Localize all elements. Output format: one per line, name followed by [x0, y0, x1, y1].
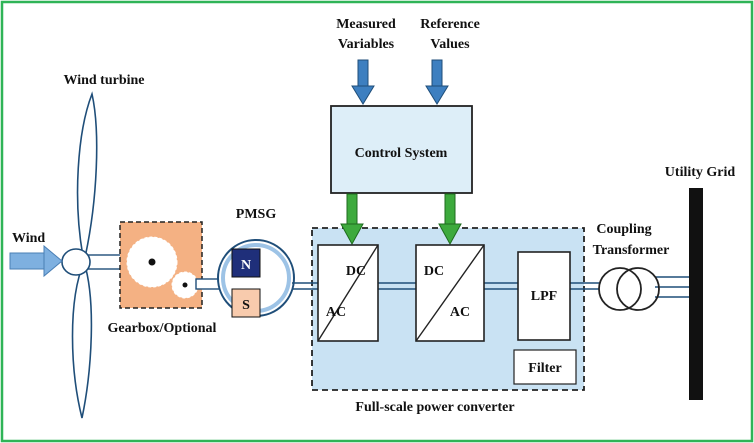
measured-arrow — [351, 59, 375, 105]
wind-turbine-label: Wind turbine — [63, 73, 144, 88]
transformer-coil-1 — [598, 267, 642, 311]
control-arrow-2 — [438, 193, 462, 246]
converter-1-dc-label: DC — [346, 264, 366, 279]
coupling-transformer-label-line2: Transformer — [593, 243, 670, 258]
wind-arrow-icon — [9, 244, 63, 278]
wind-label: Wind — [12, 231, 45, 246]
control-arrow-1 — [340, 193, 364, 246]
converter-1-diagonal — [317, 244, 379, 342]
filter-label: Filter — [528, 361, 561, 376]
converter-2-ac-label: AC — [450, 305, 470, 320]
small-gear-center — [182, 282, 188, 288]
lpf-label: LPF — [531, 289, 557, 304]
control-system-label: Control System — [355, 146, 448, 161]
turbine-hub — [61, 248, 91, 276]
reference-values-label-line2: Values — [430, 37, 470, 52]
pmsg-label: PMSG — [236, 207, 277, 222]
gearbox-label: Gearbox/Optional — [108, 321, 217, 336]
converter-1-ac-label: AC — [326, 305, 346, 320]
control-system-box — [330, 105, 473, 194]
pole-s-label: S — [242, 298, 250, 313]
full-scale-converter-label: Full-scale power converter — [355, 400, 514, 415]
reference-arrow — [425, 59, 449, 105]
power-lines — [292, 276, 690, 298]
large-gear-center — [148, 258, 156, 266]
reference-values-label-line1: Reference — [420, 17, 480, 32]
utility-grid-bus — [689, 188, 703, 400]
converter-2-dc-label: DC — [424, 264, 444, 279]
utility-grid-label: Utility Grid — [665, 165, 736, 180]
filter-box — [513, 349, 577, 385]
lpf-box — [517, 251, 571, 341]
pole-n — [231, 248, 261, 278]
turbine-blades — [71, 91, 98, 419]
pole-n-label: N — [241, 258, 251, 273]
measured-variables-label-line1: Measured — [336, 17, 396, 32]
measured-variables-label-line2: Variables — [338, 37, 395, 52]
pole-s — [231, 288, 261, 318]
converter-2-diagonal — [415, 244, 485, 342]
coupling-transformer-label-line1: Coupling — [596, 222, 651, 237]
transformer-coil-2 — [616, 267, 660, 311]
